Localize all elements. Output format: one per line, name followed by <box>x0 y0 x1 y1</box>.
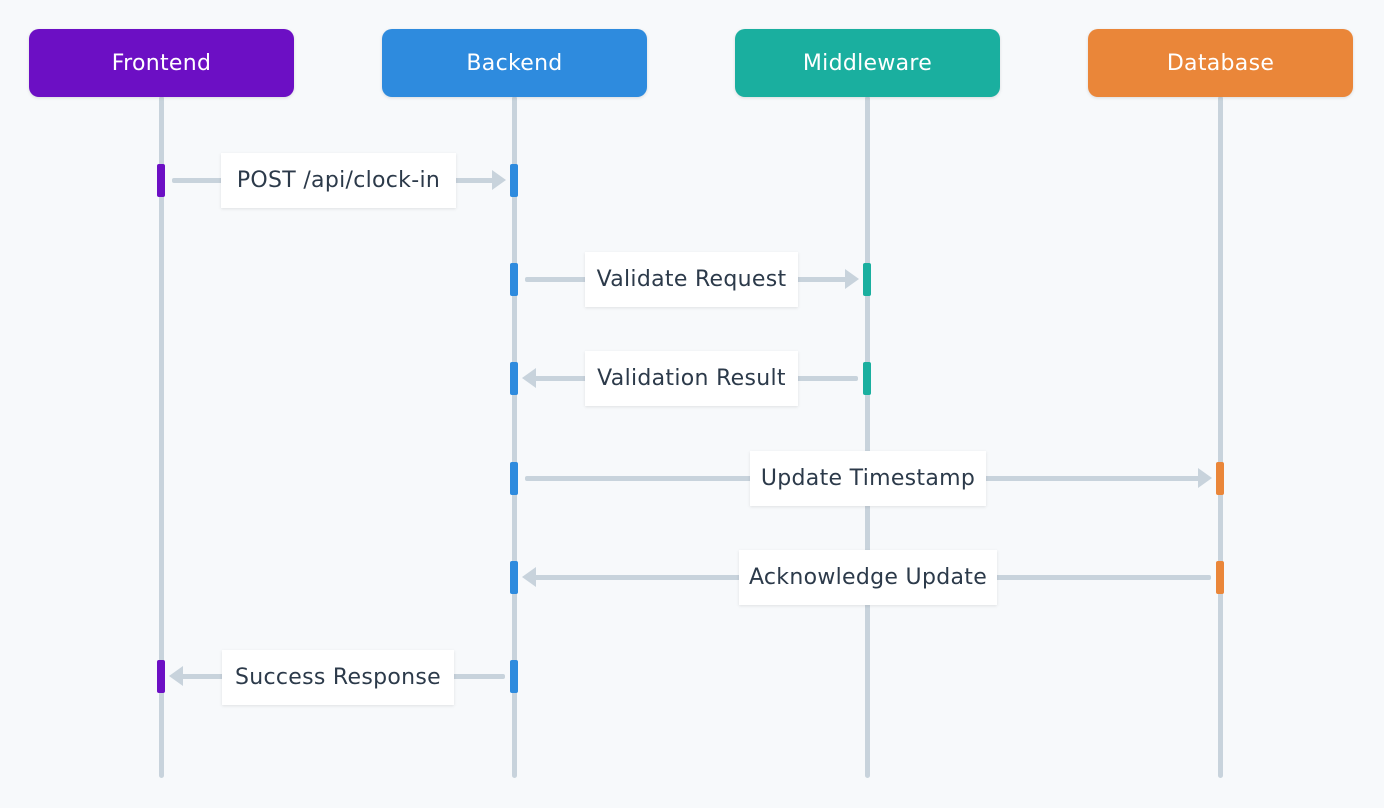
actor-frontend: Frontend <box>29 29 294 97</box>
activation-middleware <box>863 362 871 395</box>
activation-backend <box>510 462 518 495</box>
activation-frontend <box>157 164 165 197</box>
lifeline-backend <box>512 96 517 778</box>
arrow-right-icon <box>845 269 859 289</box>
arrow-left-icon <box>522 368 536 388</box>
arrow-right-icon <box>1198 468 1212 488</box>
lifeline-database <box>1218 96 1223 778</box>
lifeline-middleware <box>865 96 870 778</box>
actor-middleware: Middleware <box>735 29 1000 97</box>
message-label: Validation Result <box>585 351 798 406</box>
arrow-left-icon <box>169 666 183 686</box>
activation-database <box>1216 561 1224 594</box>
actor-database: Database <box>1088 29 1353 97</box>
message-label: Acknowledge Update <box>739 550 997 605</box>
activation-database <box>1216 462 1224 495</box>
activation-backend <box>510 362 518 395</box>
message-label: Update Timestamp <box>750 451 986 506</box>
activation-backend <box>510 164 518 197</box>
activation-middleware <box>863 263 871 296</box>
activation-backend <box>510 561 518 594</box>
activation-backend <box>510 263 518 296</box>
message-label: Validate Request <box>585 252 798 307</box>
activation-frontend <box>157 660 165 693</box>
lifeline-frontend <box>159 96 164 778</box>
activation-backend <box>510 660 518 693</box>
arrow-left-icon <box>522 567 536 587</box>
message-label: Success Response <box>222 650 454 705</box>
message-label: POST /api/clock-in <box>221 153 456 208</box>
actor-backend: Backend <box>382 29 647 97</box>
arrow-right-icon <box>492 170 506 190</box>
